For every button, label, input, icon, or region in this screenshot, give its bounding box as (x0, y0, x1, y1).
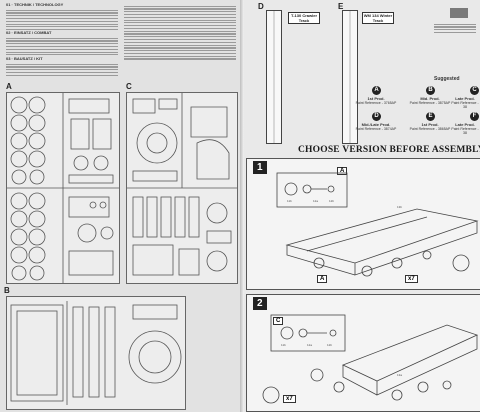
right-page: D E T-130 Crawler Track WM 134 Winter Tr… (244, 0, 480, 412)
text-heading-3: 03 · BAUSATZ / KIT (6, 56, 43, 61)
step-2-part-12a: 12a (307, 343, 313, 347)
left-page: 01 · TECHNIK / TECHNOLOGY 02 · EINSATZ /… (0, 0, 244, 412)
track-label-d: D (258, 2, 264, 11)
text-column-2 (6, 36, 118, 57)
text-column-1 (6, 8, 118, 32)
step-2-part-13a: 13a (397, 373, 403, 377)
step-2-version: C (273, 317, 284, 325)
sprue-b (6, 296, 186, 410)
step-2-part-11b: 11b (281, 343, 286, 347)
legend-d: Mid./Late Prod.Paint Reference - 3874AP (355, 122, 397, 131)
track-tag-e: WM 134 Winter Track (362, 12, 394, 24)
legend-f-badge: F (470, 112, 479, 121)
step-1-part-13b: 13b (397, 205, 403, 209)
text-column-4 (124, 4, 236, 61)
track-tag-d: T-130 Crawler Track (288, 12, 320, 24)
legend-a-badge: A (372, 86, 381, 95)
page-title: Choose version before assembly (298, 145, 480, 155)
sprue-label-c: C (126, 82, 132, 91)
step-1-part-a: A (317, 275, 328, 283)
legend-f: Late Prod.Paint Reference - 38 (451, 122, 479, 135)
legend-e-badge: E (426, 112, 435, 121)
step-1-part-12a: 12a (313, 199, 319, 203)
step-2-number: 2 (253, 297, 267, 310)
text-heading-1: 01 · TECHNIK / TECHNOLOGY (6, 2, 64, 7)
sprue-a-drawing (7, 93, 119, 283)
sprue-label-a: A (6, 82, 12, 91)
legend-b-badge: B (426, 86, 435, 95)
note-text (434, 22, 476, 35)
step-1-panel: 1 A A x7 11b 12a 12b 13b (246, 158, 480, 290)
sprue-c (126, 92, 238, 284)
step-2-part-x7: x7 (283, 395, 296, 403)
legend-e: 1st Prod.Paint Reference - 3865AP (409, 122, 451, 131)
sprue-b-drawing (10, 301, 182, 405)
legend-d-badge: D (372, 112, 381, 121)
sprue-label-b: B (4, 286, 10, 295)
legend-b: Mid. Prod.Paint Reference - 3875AP (409, 96, 451, 105)
step-1-part-x7: x7 (405, 275, 418, 283)
legend-c: Late Prod.Paint Reference - 38 (451, 96, 479, 109)
color-swatch (450, 8, 468, 18)
step-1-drawing (276, 172, 479, 277)
step-1-part-11b: 11b (287, 199, 292, 203)
legend-a: 1st Prod.Paint Reference - 3765AP (355, 96, 397, 105)
sprue-c-drawing (127, 93, 237, 276)
step-1-version: A (337, 167, 348, 175)
suggested-label: Suggested (434, 76, 460, 82)
text-column-3 (6, 62, 118, 78)
text-heading-2: 02 · EINSATZ / COMBAT (6, 30, 52, 35)
step-1-number: 1 (253, 161, 267, 174)
track-e (342, 10, 358, 144)
track-label-e: E (338, 2, 344, 11)
sprue-a (6, 92, 120, 284)
step-2-panel: 2 C x7 11b 12a 12b 13a (246, 294, 480, 412)
legend-c-badge: C (470, 86, 479, 95)
step-2-part-12b: 12b (327, 343, 333, 347)
track-d (266, 10, 282, 144)
step-2-drawing (262, 314, 479, 404)
step-1-part-12b: 12b (329, 199, 335, 203)
